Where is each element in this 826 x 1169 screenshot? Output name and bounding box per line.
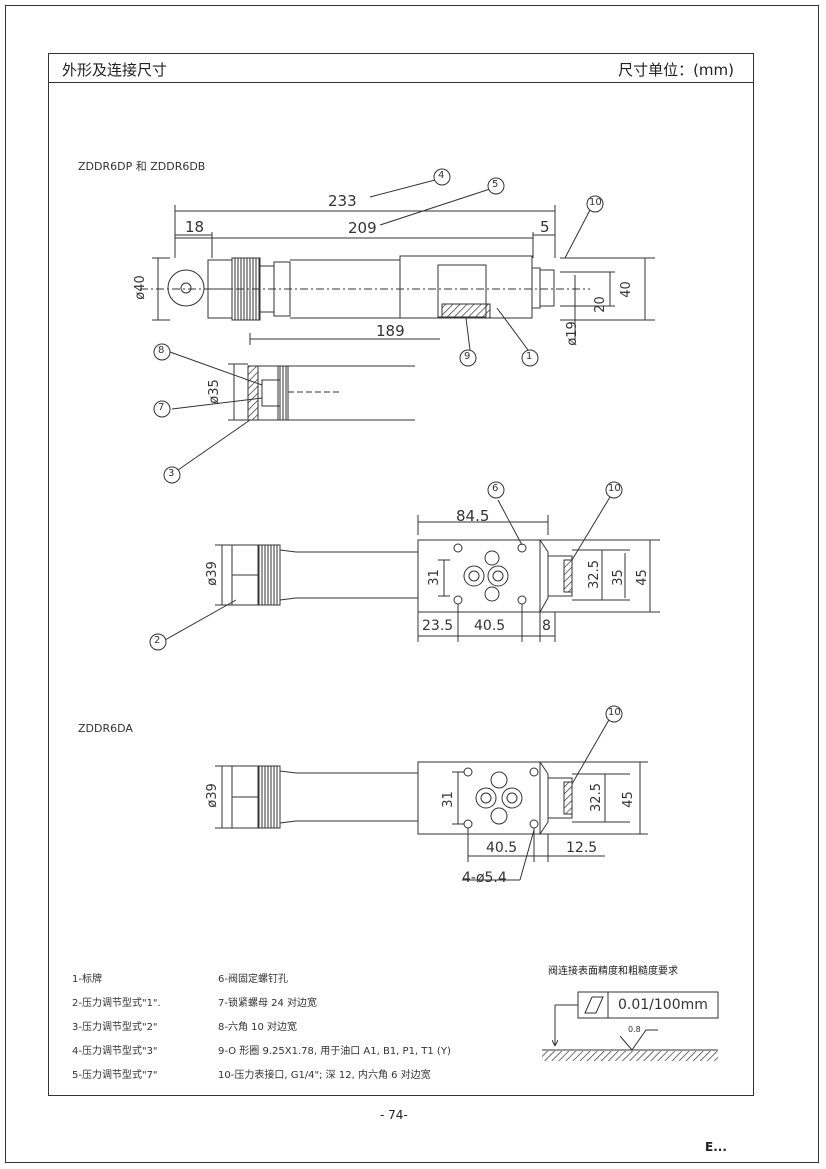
dim-39-dia-da: ø39 bbox=[204, 783, 220, 808]
legend-item-10: 10-压力表接口, G1/4"; 深 12, 内六角 6 对边宽 bbox=[218, 1070, 431, 1081]
dim-233: 233 bbox=[328, 192, 357, 210]
legend-item-6: 6-阀固定螺钉孔 bbox=[218, 974, 288, 985]
page-title: 外形及连接尺寸 bbox=[62, 61, 168, 79]
dim-40-5: 40.5 bbox=[474, 618, 506, 634]
callout-10-top: 10 bbox=[589, 197, 602, 208]
page-number: - 74- bbox=[380, 1108, 408, 1122]
dim-32-5: 32.5 bbox=[586, 560, 602, 589]
dim-40: 40 bbox=[618, 281, 634, 298]
callout-10-mid: 10 bbox=[608, 483, 621, 494]
callout-9: 9 bbox=[464, 351, 471, 362]
callout-8: 8 bbox=[158, 345, 165, 356]
dim-40-5-da: 40.5 bbox=[486, 840, 518, 856]
dim-45-da: 45 bbox=[620, 791, 636, 808]
header-bar: 外形及连接尺寸 尺寸单位：(mm) bbox=[48, 53, 754, 83]
legend-item-7: 7-锁紧螺母 24 对边宽 bbox=[218, 998, 318, 1009]
drawing-panel bbox=[48, 53, 754, 1096]
dim-8: 8 bbox=[542, 618, 551, 634]
unit-label: 尺寸单位：(mm) bbox=[618, 61, 734, 79]
callout-10-bottom: 10 bbox=[608, 707, 621, 718]
callout-5: 5 bbox=[492, 179, 499, 190]
dim-189: 189 bbox=[376, 322, 405, 340]
legend-item-5: 5-压力调节型式"7" bbox=[72, 1070, 158, 1081]
legend-item-2: 2-压力调节型式"1". bbox=[72, 998, 161, 1009]
callout-4: 4 bbox=[438, 170, 445, 181]
legend-item-4: 4-压力调节型式"3" bbox=[72, 1046, 158, 1057]
dim-40-dia: ø40 bbox=[132, 275, 148, 300]
dim-19-dia: ø19 bbox=[564, 321, 580, 346]
dim-209: 209 bbox=[348, 219, 377, 237]
callout-7: 7 bbox=[158, 402, 165, 413]
dim-5: 5 bbox=[540, 218, 550, 236]
view-label-dp-db: ZDDR6DP 和 ZDDR6DB bbox=[78, 160, 206, 173]
dim-18: 18 bbox=[185, 218, 205, 236]
dim-35-dia: ø35 bbox=[206, 379, 222, 404]
legend-item-8: 8-六角 10 对边宽 bbox=[218, 1022, 298, 1033]
dim-holes: 4-ø5.4 bbox=[462, 870, 507, 886]
dim-20: 20 bbox=[592, 296, 608, 313]
dim-23-5: 23.5 bbox=[422, 618, 454, 634]
callout-6: 6 bbox=[492, 483, 499, 494]
dim-35: 35 bbox=[610, 569, 626, 586]
legend-item-3: 3-压力调节型式"2" bbox=[72, 1022, 158, 1033]
legend-item-1: 1-标牌 bbox=[72, 974, 102, 985]
tolerance-value: 0.01/100mm bbox=[618, 997, 708, 1013]
dim-39-dia: ø39 bbox=[204, 561, 220, 586]
page-frame bbox=[5, 5, 819, 1163]
dim-12-5: 12.5 bbox=[566, 840, 598, 856]
dim-32-5-da: 32.5 bbox=[588, 783, 604, 812]
callout-1: 1 bbox=[526, 351, 533, 362]
callout-2: 2 bbox=[154, 635, 161, 646]
dim-45: 45 bbox=[634, 569, 650, 586]
view-label-da: ZDDR6DA bbox=[78, 722, 133, 735]
callout-3: 3 bbox=[168, 468, 175, 479]
dim-84-5: 84.5 bbox=[456, 507, 490, 525]
roughness-value: 0.8 bbox=[628, 1025, 641, 1034]
dim-31: 31 bbox=[426, 569, 442, 586]
legend-item-9: 9-O 形圈 9.25X1.78, 用于油口 A1, B1, P1, T1 (Y… bbox=[218, 1046, 451, 1057]
surface-requirement-title: 阀连接表面精度和粗糙度要求 bbox=[548, 966, 678, 977]
dim-31-da: 31 bbox=[440, 791, 456, 808]
page-mark: E... bbox=[705, 1140, 727, 1154]
